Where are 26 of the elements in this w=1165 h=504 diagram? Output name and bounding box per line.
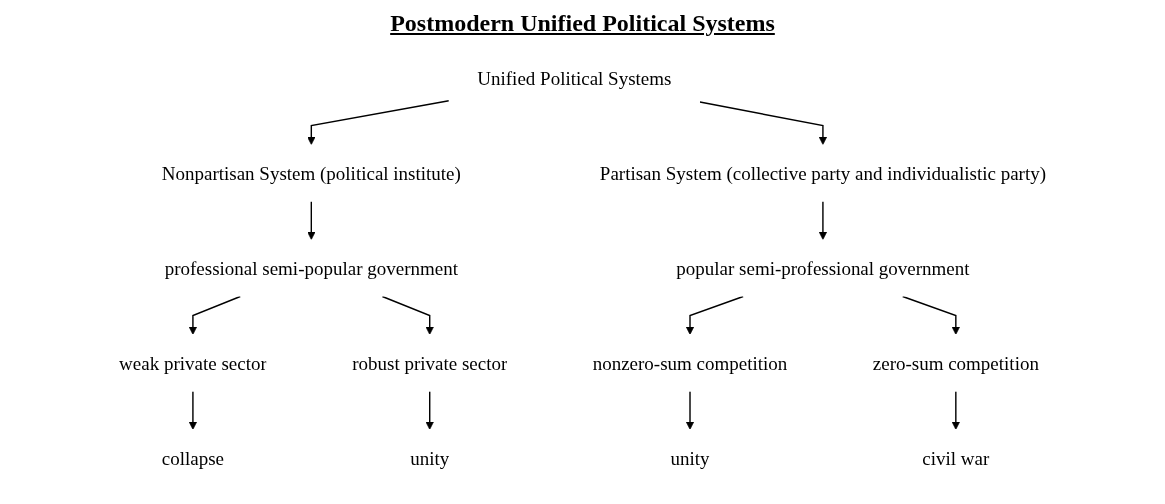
node-text: zero-sum competition — [872, 352, 1039, 374]
node-text: collapse — [161, 447, 224, 469]
diagram-title: Postmodern Unified Political Systems — [389, 10, 776, 38]
node-text: professional semi-popular government — [164, 257, 458, 279]
arrow — [685, 390, 695, 430]
node-text: nonzero-sum competition — [592, 352, 788, 374]
arrow — [307, 100, 450, 145]
arrow — [307, 200, 316, 240]
node-text: Unified Political Systems — [477, 67, 672, 89]
arrow — [188, 390, 198, 430]
node-text: robust private sector — [352, 352, 508, 374]
node-text: unity — [410, 447, 450, 469]
arrow — [188, 295, 241, 335]
arrow — [818, 200, 828, 240]
arrow — [699, 101, 828, 145]
node-text: weak private sector — [119, 352, 267, 374]
node-text: popular semi-professional government — [676, 257, 970, 279]
arrow — [381, 295, 434, 335]
node-text: Partisan System (collective party and individualistic party) — [599, 162, 1046, 184]
node-text: unity — [670, 447, 710, 469]
arrow — [685, 295, 744, 335]
arrow — [951, 390, 960, 430]
arrow — [901, 295, 960, 335]
node-text: civil war — [922, 447, 990, 469]
node-text: Nonpartisan System (political institute) — [161, 162, 461, 184]
arrow — [425, 390, 434, 430]
